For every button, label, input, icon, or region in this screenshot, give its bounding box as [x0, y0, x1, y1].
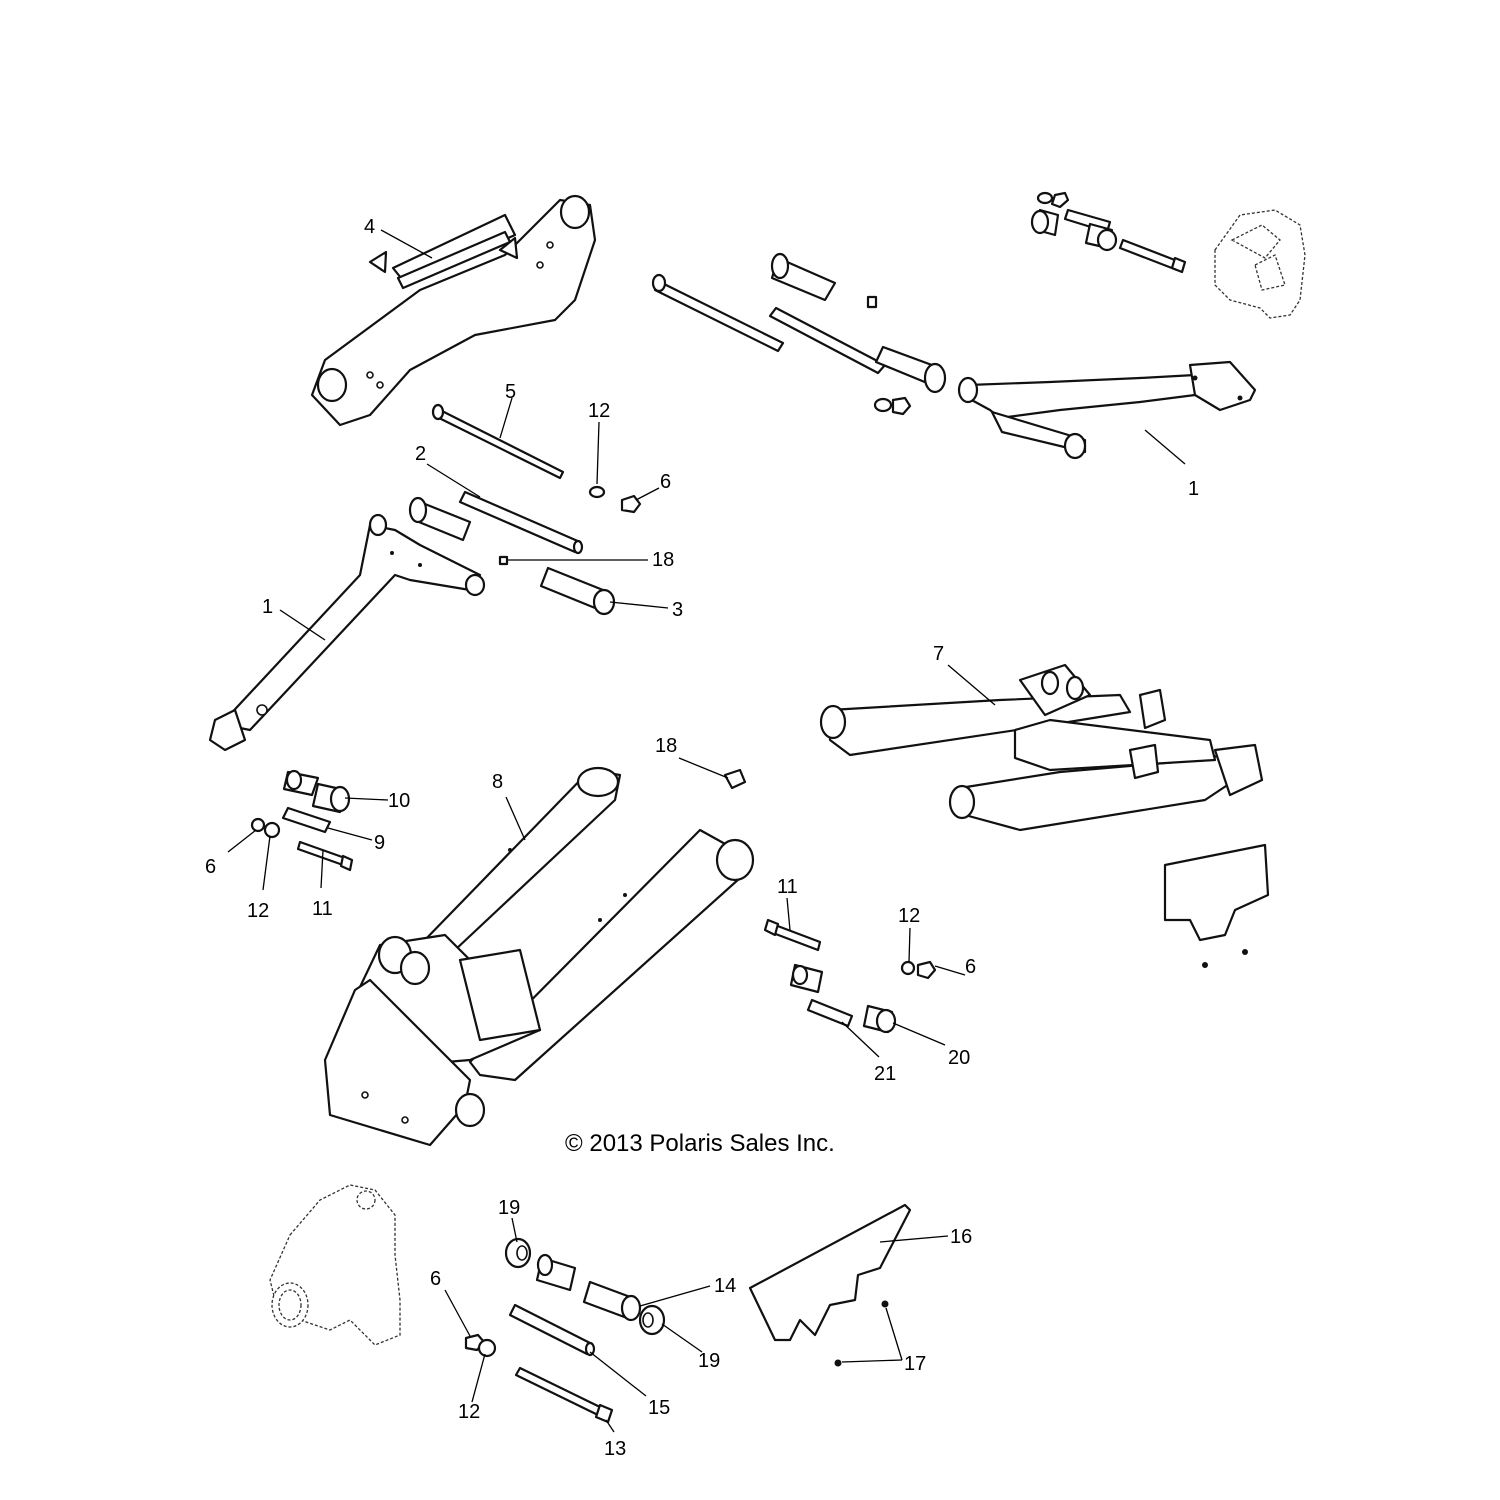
callout-15: 15 — [648, 1397, 670, 1419]
part-bushing-right — [862, 1004, 897, 1034]
part-bushing-small-right — [789, 963, 824, 994]
part-nut-right — [916, 960, 937, 980]
part-bushing-top-right — [874, 345, 947, 394]
callout-7: 7 — [933, 643, 944, 665]
callout-19-top: 19 — [498, 1197, 520, 1219]
part-a-arm-top-right — [957, 360, 1257, 460]
callout-6-left: 6 — [205, 856, 216, 878]
part-sleeve-left — [281, 806, 332, 834]
callout-18-top: 18 — [652, 549, 674, 571]
part-nut-washer-top — [873, 396, 912, 416]
part-bolt-13 — [514, 1366, 614, 1424]
part-swing-arm — [323, 766, 755, 1147]
part-tube — [458, 490, 584, 555]
part-washer-right — [900, 960, 916, 976]
callout-2: 2 — [415, 443, 426, 465]
part-long-rod-top — [651, 273, 785, 353]
part-bushing-flanged — [311, 782, 351, 814]
callout-4: 4 — [364, 216, 375, 238]
part-knuckle-top-right — [1214, 209, 1306, 319]
callout-5: 5 — [505, 381, 516, 403]
callout-17: 17 — [904, 1353, 926, 1375]
callout-10: 10 — [388, 790, 410, 812]
callout-12-bottom: 12 — [458, 1401, 480, 1423]
part-bushing-left-upper — [408, 496, 472, 542]
callout-6-top: 6 — [660, 471, 671, 493]
part-tube-top — [768, 306, 887, 375]
callout-13: 13 — [604, 1438, 626, 1460]
callout-12-top: 12 — [588, 400, 610, 422]
part-bushing-small-left — [282, 769, 320, 797]
callout-6-right: 6 — [965, 956, 976, 978]
callout-21: 21 — [874, 1063, 896, 1085]
callout-8: 8 — [492, 771, 503, 793]
part-nut-washer-left — [250, 817, 281, 839]
part-sleeve-15 — [508, 1303, 596, 1357]
callout-12-left: 12 — [247, 900, 269, 922]
callout-6-bottom: 6 — [430, 1268, 441, 1290]
part-bracket-plate — [310, 194, 597, 427]
callout-20: 20 — [948, 1047, 970, 1069]
part-grease-fitting-center — [723, 768, 747, 790]
part-bushing-top-left — [770, 252, 837, 302]
part-plate-right-upper — [1163, 843, 1270, 968]
callout-11-left: 11 — [312, 898, 333, 920]
leader-lines — [227, 229, 1186, 1433]
part-hardware-top-right — [1030, 191, 1187, 274]
part-washer-top — [588, 485, 606, 499]
part-nut-washer-bottom — [464, 1333, 497, 1358]
part-sleeve-right — [806, 998, 854, 1028]
callout-11-right: 11 — [777, 876, 798, 898]
part-frame-right — [819, 663, 1264, 832]
copyright-notice: © 2013 Polaris Sales Inc. — [565, 1130, 835, 1157]
part-washer-19-right — [638, 1304, 666, 1336]
callout-19-bottom: 19 — [698, 1350, 720, 1372]
callout-1-left: 1 — [262, 596, 273, 618]
part-nut-top — [620, 494, 642, 514]
callout-3: 3 — [672, 599, 683, 621]
callout-1-right: 1 — [1188, 478, 1199, 500]
callout-16: 16 — [950, 1226, 972, 1248]
part-bushing — [539, 566, 616, 616]
callout-14: 14 — [714, 1275, 736, 1297]
part-bolt-right — [763, 918, 822, 952]
part-washer-19-left — [504, 1237, 532, 1269]
part-bolt-left — [296, 840, 354, 872]
part-bushing-14-left — [535, 1253, 577, 1292]
callout-12-right: 12 — [898, 905, 920, 927]
callout-18-center: 18 — [655, 735, 677, 757]
part-plate-16 — [748, 1203, 912, 1367]
part-grease-fitting-left — [498, 555, 509, 566]
callouts: 1 1 2 3 4 5 6 6 6 6 7 8 9 10 11 11 12 12… — [205, 216, 1199, 1460]
callout-9: 9 — [374, 832, 385, 854]
part-long-bolt — [431, 403, 565, 480]
part-knuckle-bottom-left — [269, 1184, 401, 1346]
part-a-arm-left — [208, 513, 486, 752]
part-grease-fitting-top — [866, 295, 878, 309]
part-bushing-14 — [582, 1280, 642, 1322]
